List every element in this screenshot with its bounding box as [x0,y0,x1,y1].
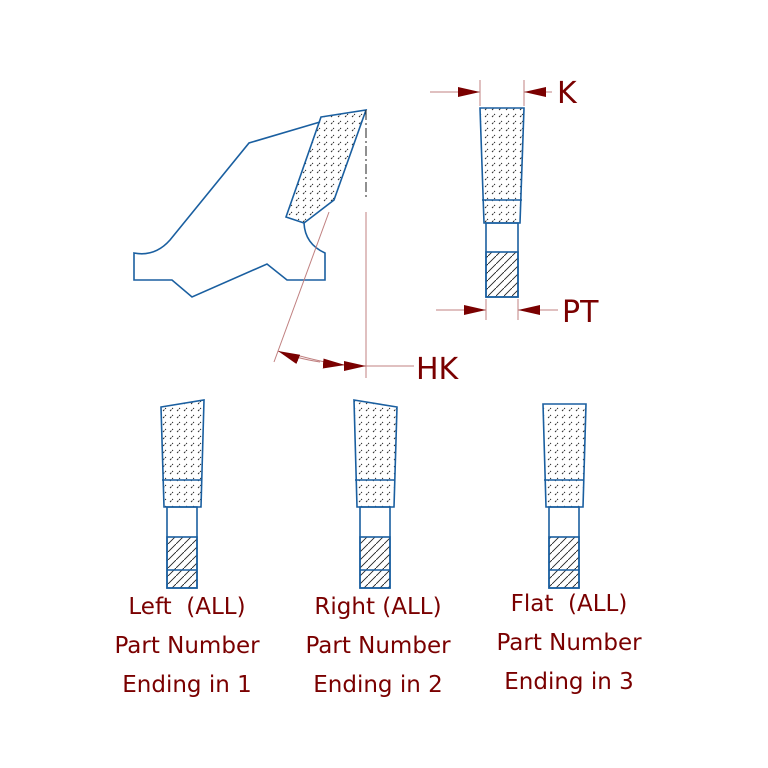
variant-flat-line3: Ending in 3 [504,669,634,695]
k-label: K [557,76,578,111]
front-view-tooth: K PT [430,76,599,330]
variant-left-line1: Left (ALL) [128,594,245,620]
carbide-tip [284,109,368,224]
tooth-body [133,121,326,298]
variant-left-line3: Ending in 1 [122,672,252,698]
tip-front [479,107,525,224]
variant-left-line2: Part Number [114,633,260,659]
hk-face-line [273,211,330,363]
hk-arc [299,355,346,369]
tip-flat [542,403,587,508]
variant-right-line3: Ending in 2 [313,672,443,698]
variant-right-line1: Right (ALL) [314,594,441,620]
variant-right: Right (ALL) Part Number Ending in 2 [305,399,451,698]
pt-label: PT [562,295,599,330]
variant-left: Left (ALL) Part Number Ending in 1 [114,399,260,698]
shank-hatch [359,536,391,589]
shank-hatch [166,536,198,589]
shank-hatch [485,251,519,298]
hk-label: HK [416,352,460,387]
tip-right [353,399,398,508]
variant-flat: Flat (ALL) Part Number Ending in 3 [496,403,642,695]
variant-flat-line1: Flat (ALL) [511,591,628,617]
tip-left [160,399,205,508]
variant-flat-line2: Part Number [496,630,642,656]
hk-arc-left [277,350,321,364]
side-view-tooth: HK [133,109,460,387]
variant-right-line2: Part Number [305,633,451,659]
shank-hatch [548,536,580,589]
